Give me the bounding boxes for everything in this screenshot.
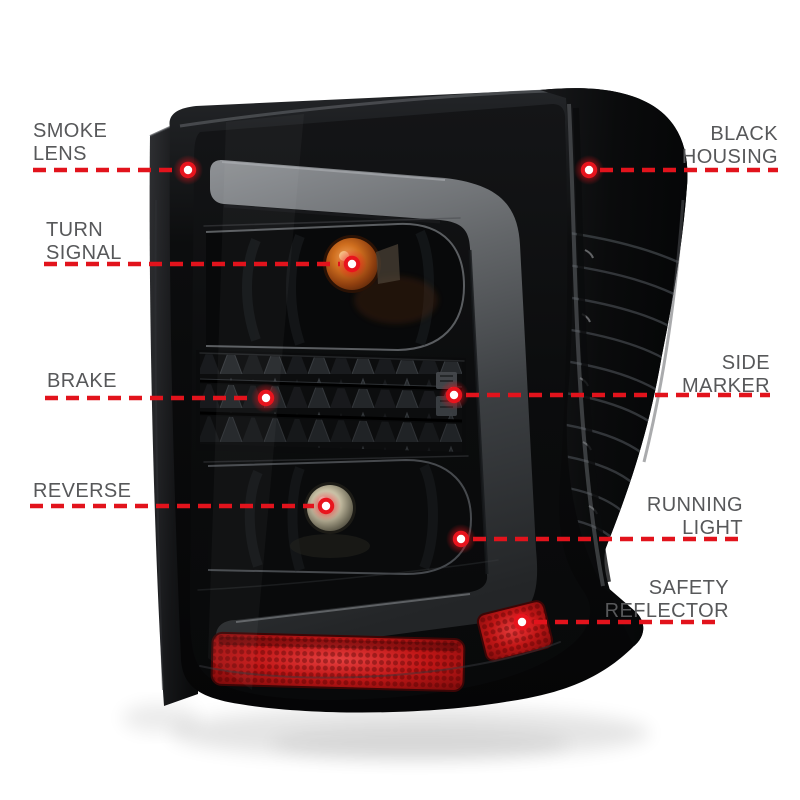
floor-reflection: [122, 704, 650, 760]
callout-label-safety-reflector: SAFETY REFLECTOR: [604, 577, 729, 622]
brake-led-section: [196, 350, 466, 458]
callout-label-turn-signal: TURN SIGNAL: [46, 219, 122, 264]
smoked-light-bar: [210, 160, 538, 656]
callout-label-smoke-lens: SMOKE LENS: [33, 120, 108, 165]
callout-label-brake: BRAKE: [47, 370, 117, 392]
callout-label-reverse: REVERSE: [33, 480, 132, 502]
callout-label-black-housing: BLACK HOUSING: [681, 123, 778, 168]
lens-grooves: [197, 217, 561, 679]
side-marker-louvers: [540, 88, 688, 647]
callout-label-running-light: RUNNING LIGHT: [646, 494, 743, 539]
callout-label-side-marker: SIDE MARKER: [682, 352, 770, 397]
front-lens: [190, 104, 591, 700]
